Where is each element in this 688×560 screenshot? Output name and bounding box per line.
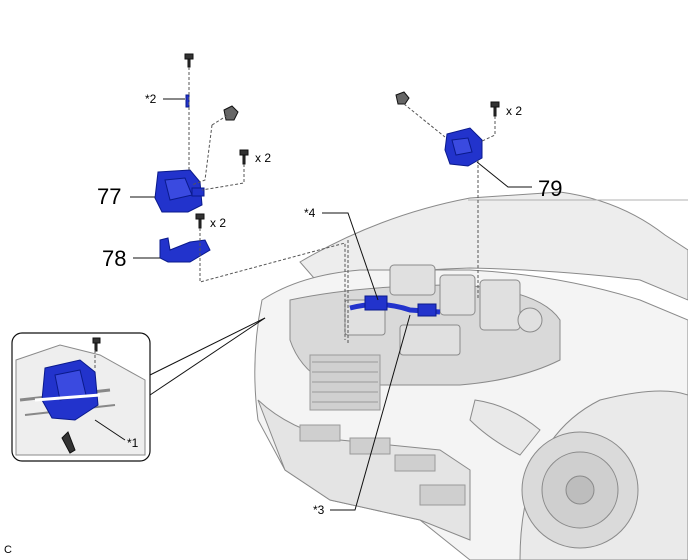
- bolt-icon-top: [184, 53, 194, 68]
- figure-code: C: [4, 544, 12, 556]
- bolt-icon-78: [195, 213, 205, 229]
- part-79-bracket: [444, 127, 483, 167]
- callout-78: 78: [102, 246, 127, 271]
- bolt-icon-77: [239, 149, 249, 165]
- nut-icon-79: [395, 91, 410, 105]
- qty-label-78: x 2: [210, 216, 227, 230]
- bolt-icon-79: [490, 101, 500, 117]
- qty-label-79: x 2: [506, 104, 523, 118]
- part-77-bracket: [154, 169, 205, 213]
- ref-label-2: *2: [145, 92, 157, 106]
- leader-lines: [130, 98, 532, 511]
- detail-inset: [11, 332, 151, 462]
- engine-bay-harness: [349, 295, 441, 317]
- vehicle-front-end: [254, 191, 688, 560]
- nut-icon-77: [223, 105, 239, 121]
- alignment-lines: [188, 67, 496, 345]
- callout-77: 77: [97, 184, 122, 209]
- fasteners: [184, 53, 500, 229]
- ref-label-3: *3: [313, 503, 325, 517]
- qty-label-77: x 2: [255, 151, 272, 165]
- clip-icon: [185, 94, 190, 108]
- ref-label-1: *1: [127, 436, 139, 450]
- part-78-bracket: [159, 237, 211, 263]
- callout-79: 79: [538, 176, 563, 201]
- ref-label-4: *4: [304, 206, 316, 220]
